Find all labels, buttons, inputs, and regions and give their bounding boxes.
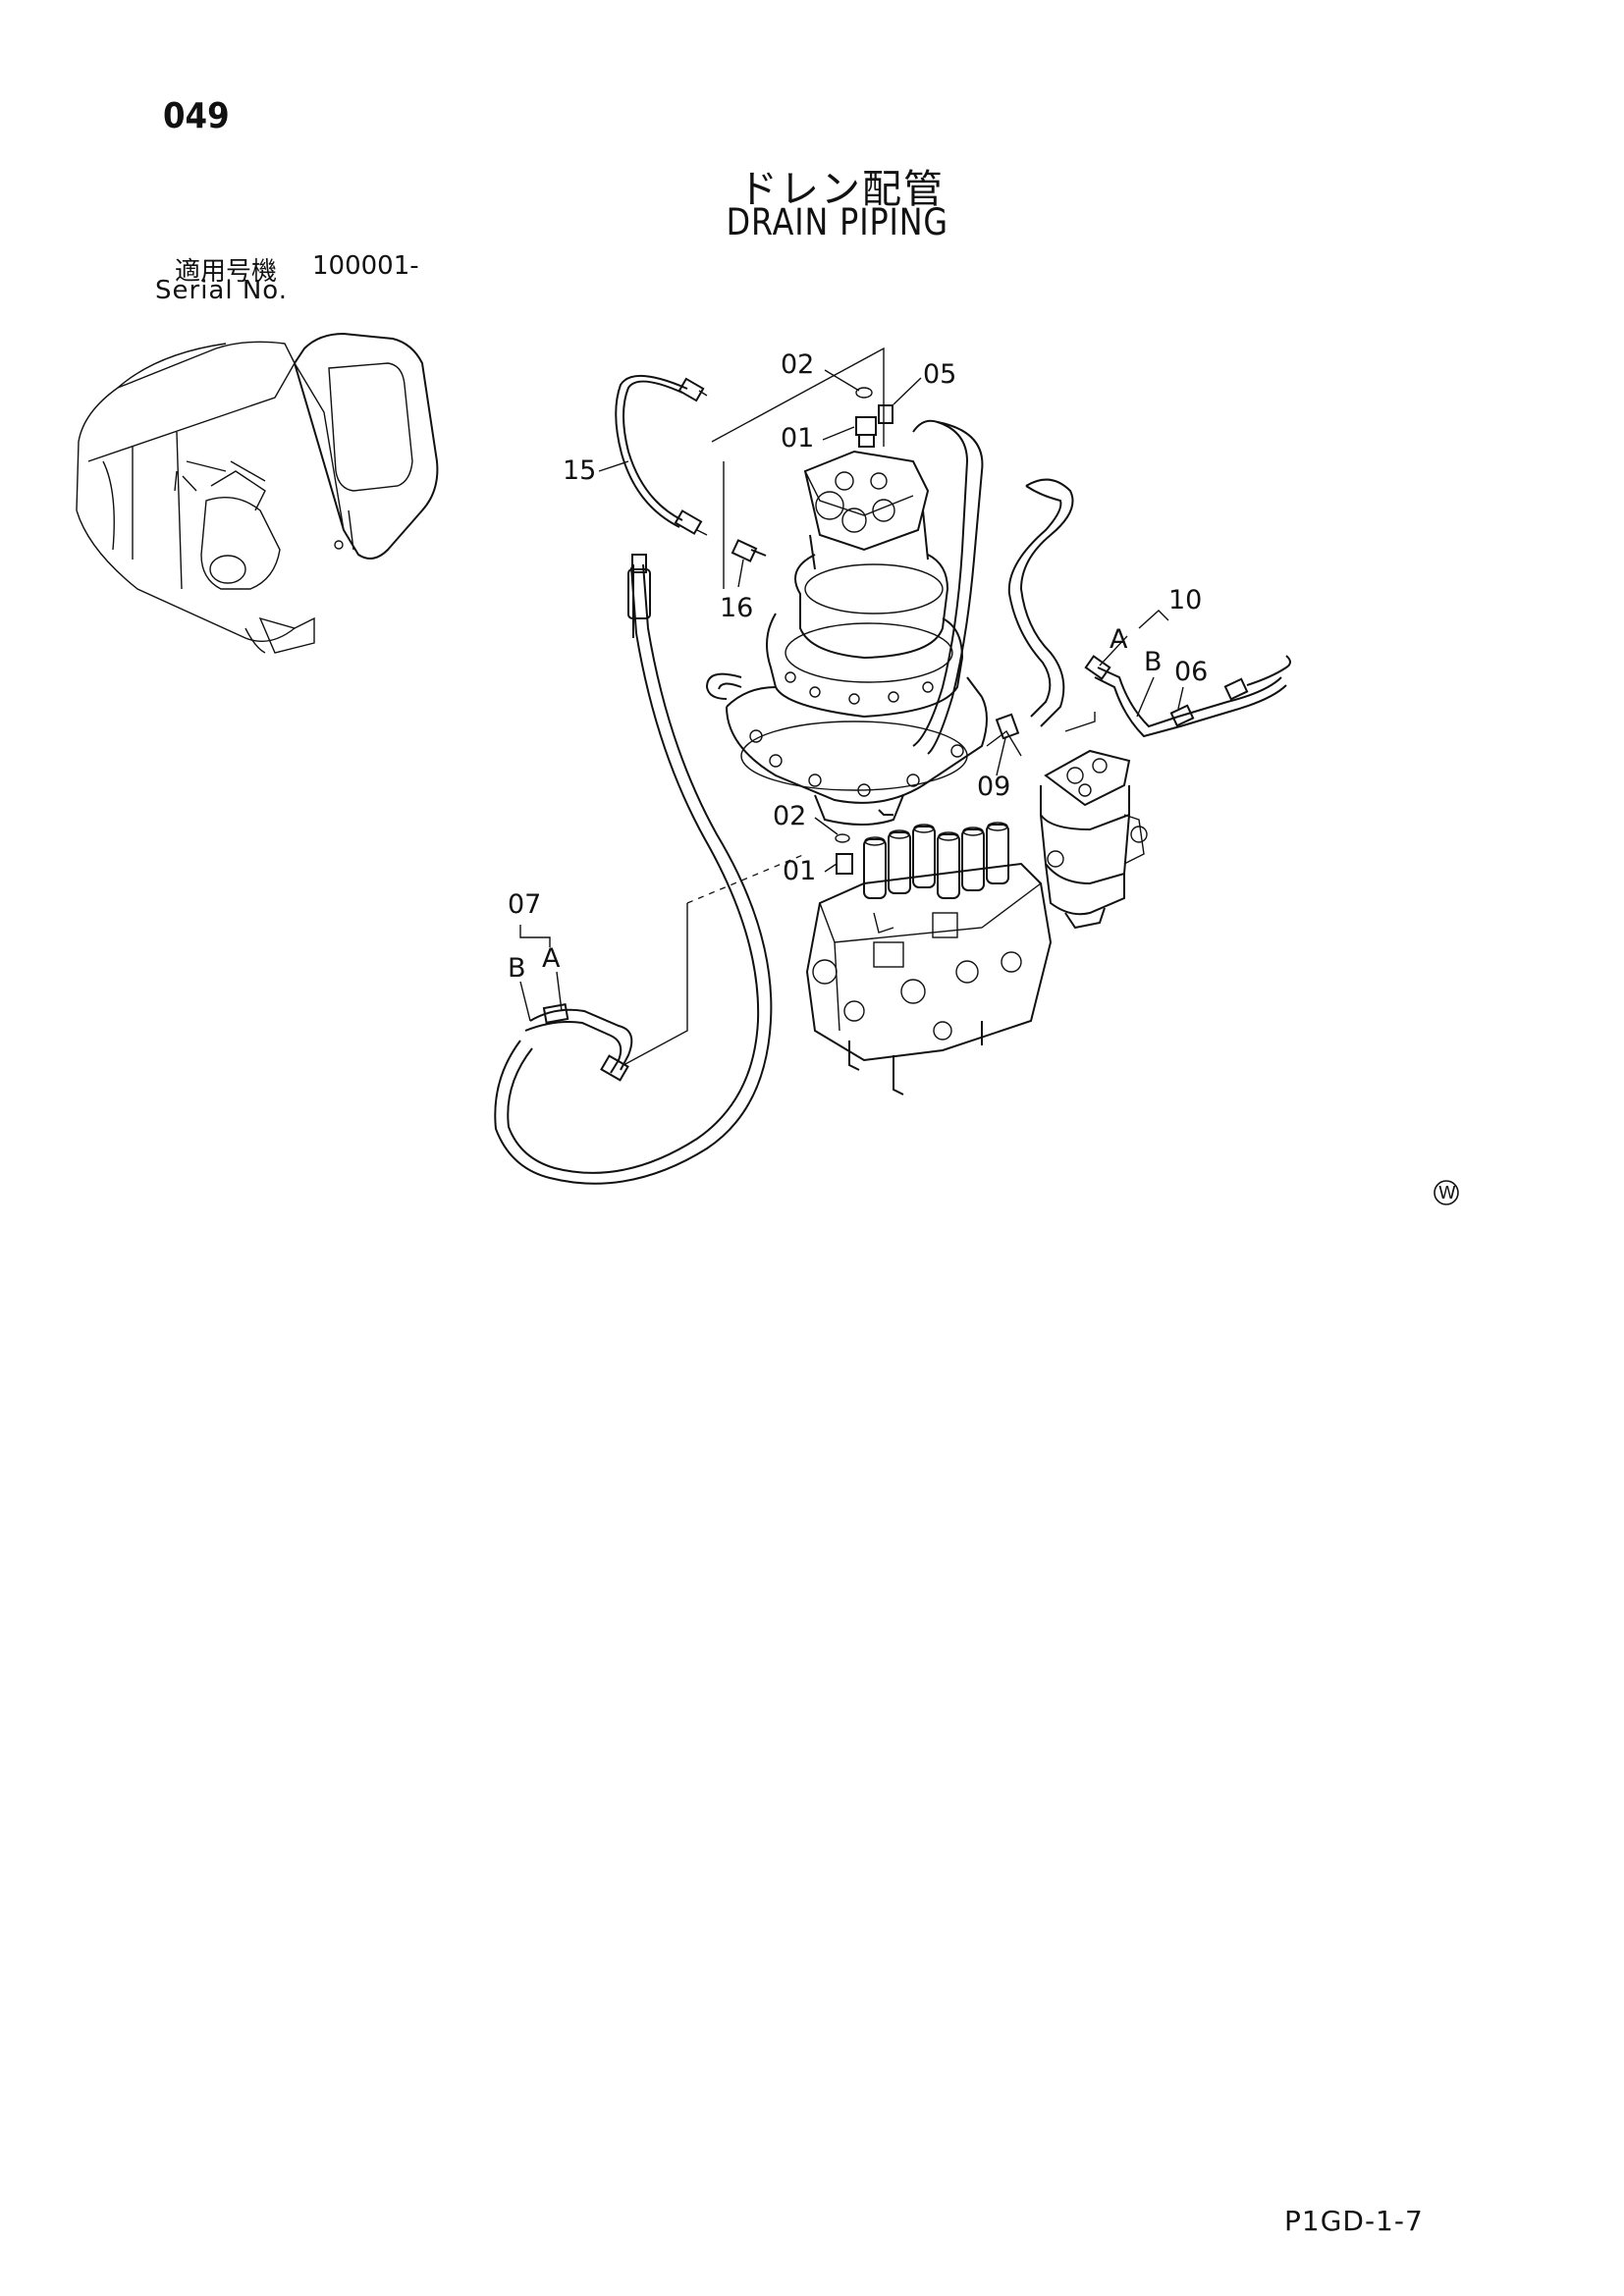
- footer-code: P1GD-1-7: [1284, 2205, 1424, 2237]
- leader-frame-07: [623, 903, 688, 1066]
- hose-07: [524, 1003, 633, 1082]
- callout-07: 07: [508, 889, 541, 920]
- center-joint: [1040, 749, 1148, 930]
- callout-15: 15: [563, 455, 596, 486]
- fittings-top-01-02-05: [855, 387, 893, 448]
- callout-02-mid: 02: [773, 801, 806, 831]
- leader-frame-top: [711, 347, 885, 447]
- circled-w-mark-letter: W: [1438, 1183, 1456, 1203]
- hose-06-10: [1084, 655, 1291, 738]
- callout-01-top: 01: [781, 423, 814, 454]
- callouts: 02 05 01 15 16 10 A B 06 09 02 01 07 B A: [508, 349, 1208, 1022]
- callout-16: 16: [720, 593, 753, 623]
- long-drain-hose: [494, 554, 773, 1185]
- serial-number-value: 100001-: [312, 251, 419, 281]
- callout-07-b: B: [508, 953, 526, 984]
- callout-06: 06: [1174, 657, 1208, 687]
- drain-pipe-motor: [912, 419, 1074, 755]
- swing-motor-assembly: [705, 450, 988, 826]
- callout-09: 09: [977, 772, 1010, 802]
- callout-07-a: A: [542, 943, 561, 974]
- elbow-fitting-16: [731, 539, 767, 562]
- page-title-english: DRAIN PIPING: [726, 201, 948, 243]
- circled-w-mark: W: [1434, 1180, 1459, 1205]
- hose-15: [615, 374, 708, 536]
- excavator-location-inset: [76, 332, 439, 654]
- leader-01-mid: [686, 853, 806, 904]
- leader-frame-10: [1064, 712, 1096, 732]
- elbow-fitting-09: [986, 713, 1022, 757]
- callout-05: 05: [923, 359, 956, 390]
- control-valve: [805, 822, 1053, 1095]
- serial-label-japanese: 適用号機: [175, 257, 278, 287]
- page-number: 049: [163, 96, 230, 136]
- page-title-japanese: ドレン配管: [738, 167, 945, 212]
- callout-10-a: A: [1110, 624, 1128, 655]
- callout-10: 10: [1168, 585, 1202, 615]
- callout-01-mid: 01: [783, 856, 816, 886]
- callout-02-top: 02: [781, 349, 814, 380]
- callout-10-b: B: [1144, 647, 1163, 677]
- serial-label-english: Serial No.: [155, 276, 288, 305]
